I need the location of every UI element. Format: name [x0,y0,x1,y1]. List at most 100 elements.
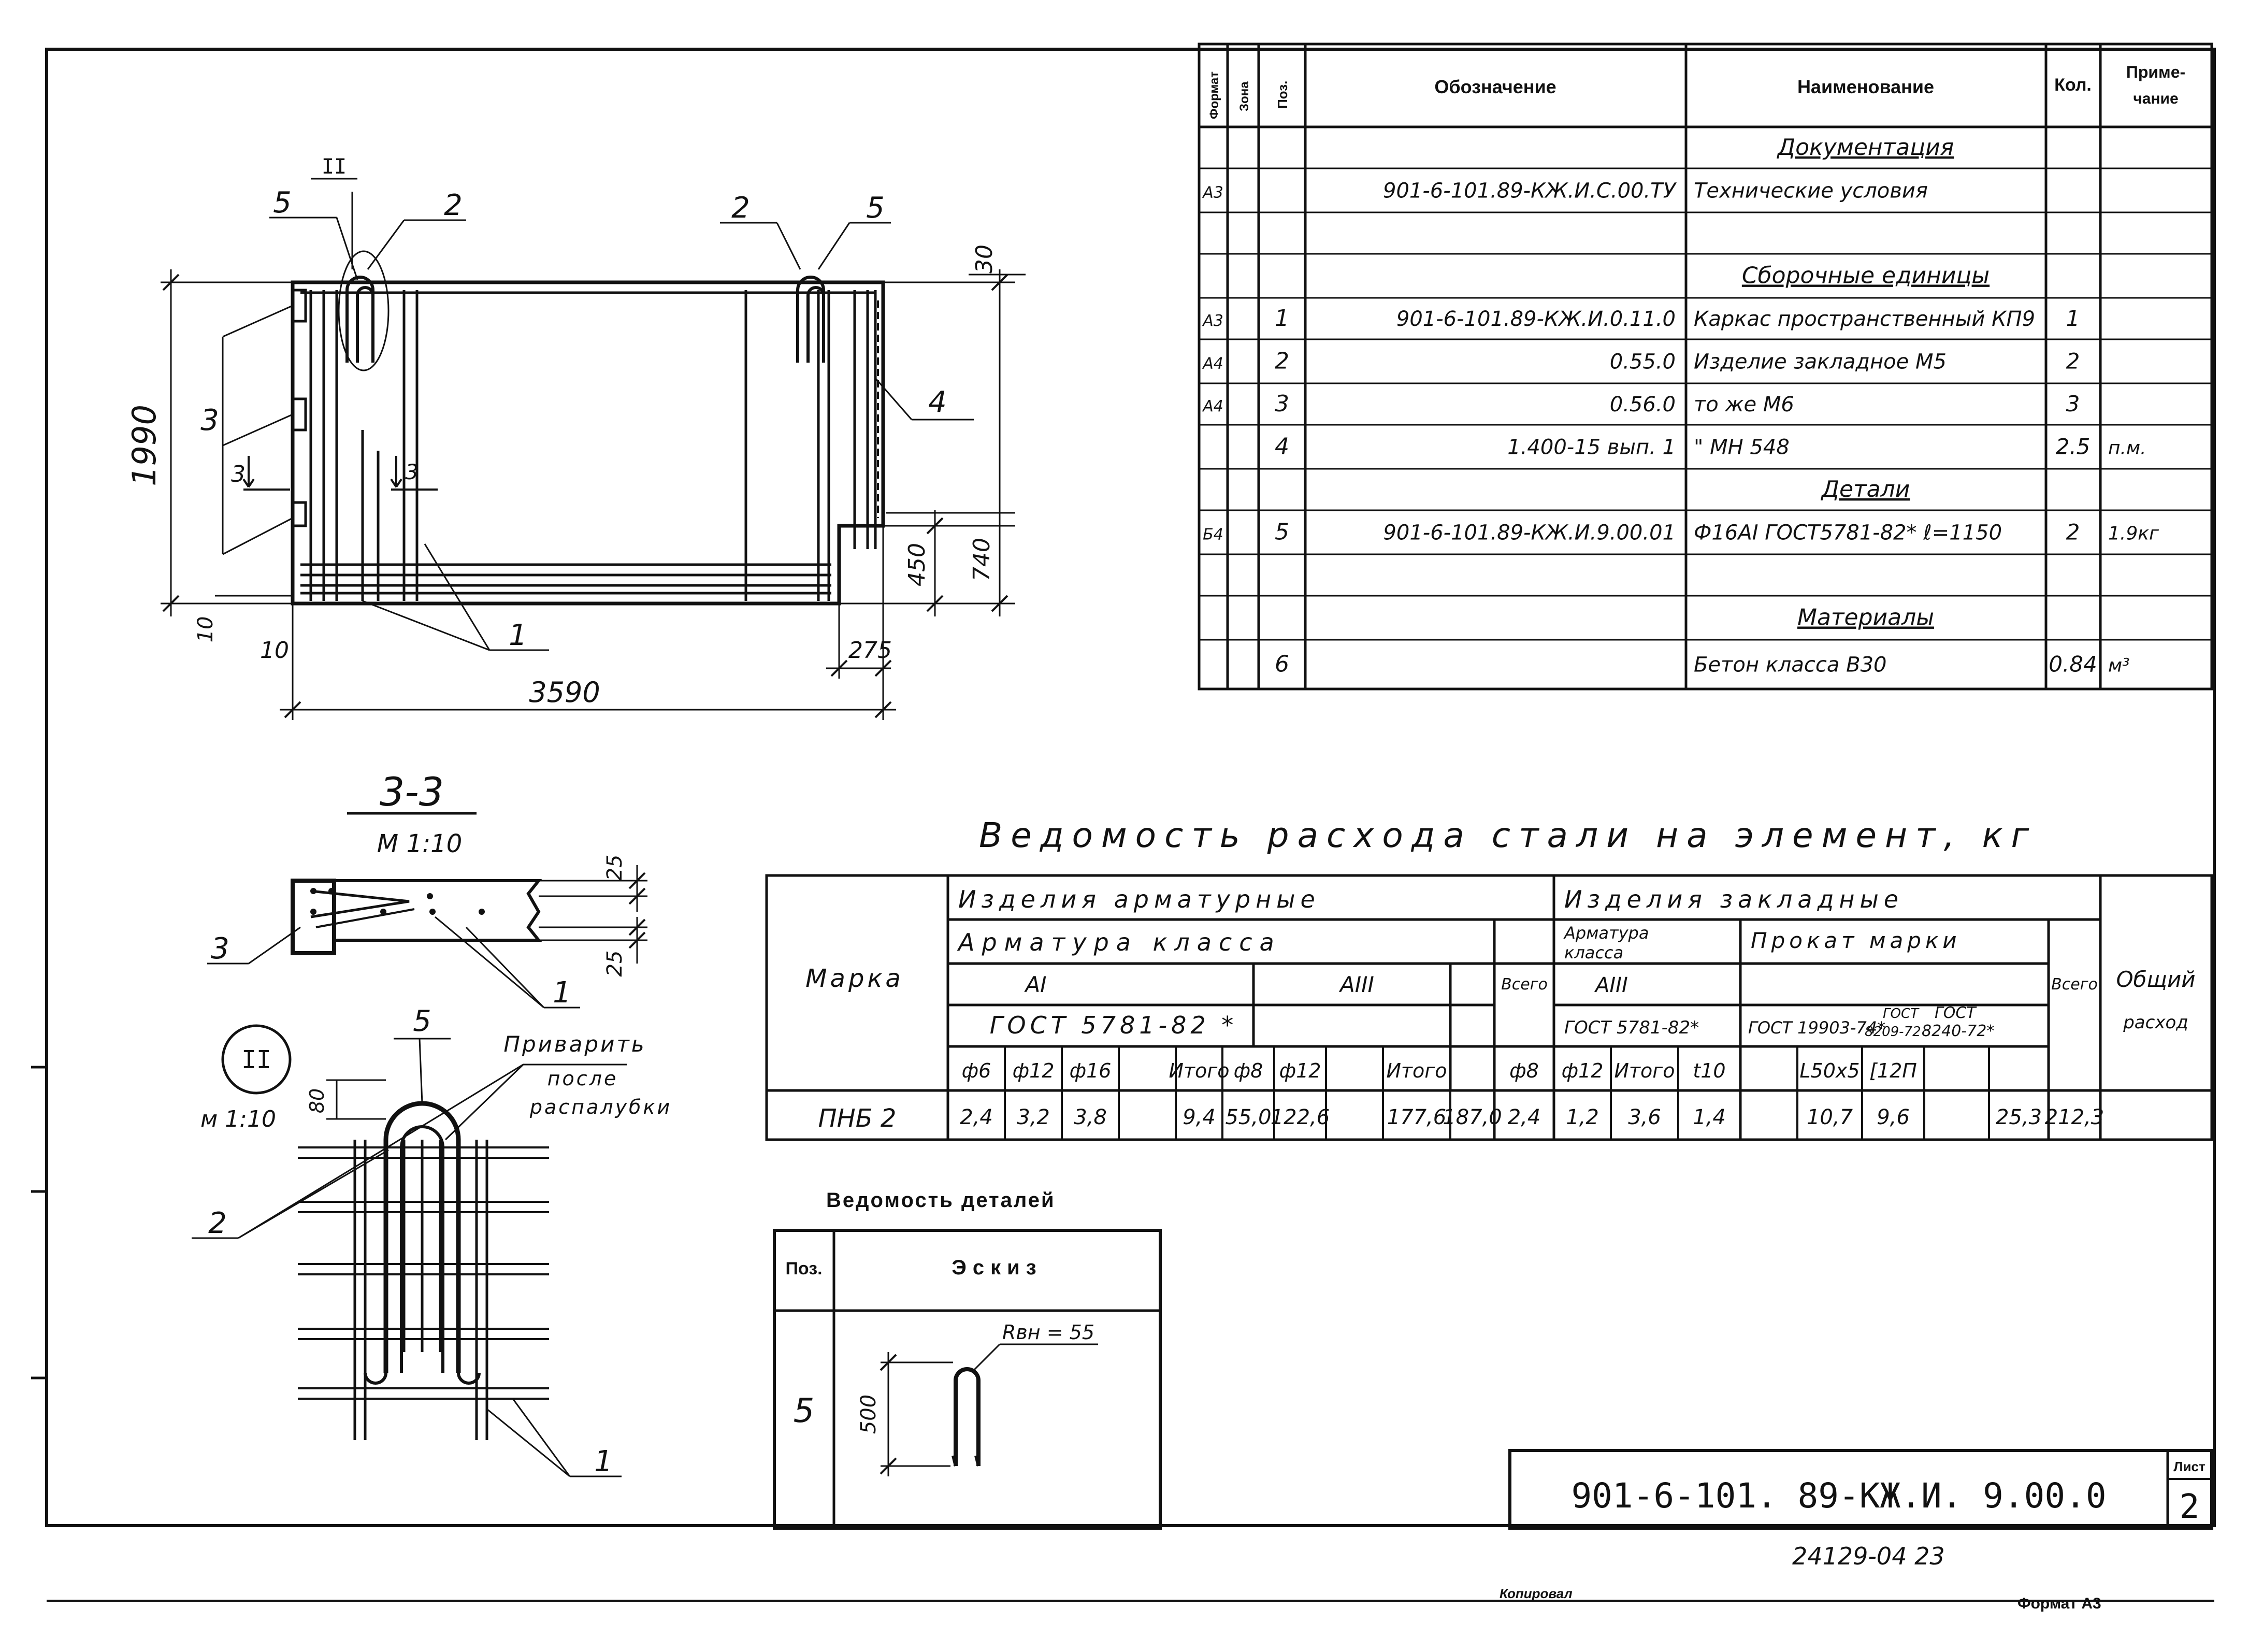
spec-cell-note: м³ [2108,655,2130,677]
spec-cell-pos: 3 [1275,391,1289,417]
archive-number: 24129-04 23 [1792,1542,1945,1570]
steel-total-1: Общий [2116,967,2195,992]
spec-cell-name: " МН 548 [1694,436,1790,459]
spec-header-pos: Поз. [1275,81,1290,109]
node-detail-note-2: после [547,1067,618,1090]
section-3-3-labels: 3-3 М 1:10 25 25 3 1 [211,769,627,1010]
steel-emb-rebar-2: класса [1564,943,1623,963]
steel-row-value: 177,6 [1387,1105,1447,1129]
steel-sub-header: ф8 [1234,1059,1263,1082]
sheet-frame [31,48,2216,1602]
plan-dim-740: 740 [969,538,995,581]
spec-cell-qty: 0.84 [2049,652,2097,677]
details-table-labels: Поз. Эскиз 5 500 Rвн = 55 [785,1256,1094,1434]
spec-cell-format: А3 [1202,312,1223,330]
steel-sub-header: ф12 [1279,1059,1321,1082]
plan-callout-2a: 2 [444,189,463,222]
plan-callout-5b: 5 [866,191,885,225]
section-3-3-callout-3: 3 [211,932,229,966]
title-block-code: 901-6-101. 89-КЖ.И. 9.00.0 [1571,1476,2106,1516]
steel-row-value: 25,3 [1996,1105,2042,1129]
steel-sub-header: Итого [1614,1059,1675,1082]
spec-cell-format: А4 [1202,397,1223,415]
details-table [773,1229,1162,1530]
steel-row-mark: ПНБ 2 [818,1104,897,1133]
section-3-3-scale: М 1:10 [377,829,462,858]
spec-cell-note: 1.9кг [2108,523,2159,544]
spec-header-designation: Обозначение [1434,76,1556,97]
spec-cell-qty: 2 [2066,520,2080,545]
spec-cell-pos: 6 [1275,651,1289,678]
plan-callout-5a: 5 [273,186,292,220]
steel-vsego-2: Всего [2051,975,2098,994]
spec-cell-designation: 901-6-101.89-КЖ.И.С.00.ТУ [1383,179,1677,203]
steel-row-value: 3,8 [1074,1105,1107,1129]
steel-mark-header: Марка [805,964,904,993]
title-block [1508,1449,2213,1530]
node-detail-dim-80: 80 [306,1088,328,1113]
steel-row-value: 1,4 [1693,1105,1726,1129]
spec-cell-designation: 901-6-101.89-КЖ.И.0.11.0 [1396,307,1676,331]
spec-cell-format: Б4 [1203,526,1223,544]
steel-sub-header: ф6 [962,1059,991,1082]
steel-row-value: 9,6 [1877,1105,1910,1129]
plan-node-mark: II [322,155,347,179]
steel-table-title: Ведомость расхода стали на элемент, кг [979,815,2037,855]
plan-callout-2b: 2 [731,191,750,225]
steel-row-value: 3,2 [1017,1105,1050,1129]
steel-embedded-products: Изделия закладные [1564,885,1904,913]
plan-view-labels: 3590 1990 30 10 10 275 450 740 1 2 2 3 4… [125,155,998,709]
plan-dim-height: 1990 [125,405,163,486]
spec-header-qty: Кол. [2054,75,2092,95]
steel-vsego: Всего [1501,975,1548,994]
spec-cell-name: Каркас пространственный КП9 [1694,307,2035,331]
steel-row-value: 3,6 [1628,1105,1661,1129]
spec-cell-qty: 2.5 [2056,434,2091,459]
plan-dim-30: 30 [971,245,998,274]
title-block-labels: 901-6-101. 89-КЖ.И. 9.00.0 Лист 2 24129-… [1500,1459,2206,1612]
steel-class-a1: АI [1024,972,1046,997]
steel-gost-19903: ГОСТ 19903-74* [1748,1018,1885,1038]
plan-callout-1: 1 [509,619,527,652]
spec-cell-name: Документация [1777,134,1954,161]
section-3-3-callout-1: 1 [553,976,571,1010]
node-detail-note-1: Приварить [503,1031,646,1057]
spec-cell-pos: 2 [1275,348,1289,375]
spec-cell-designation: 1.400-15 вып. 1 [1507,436,1676,459]
plan-section-mark-right: 3 [405,461,418,484]
steel-sub-header: ф12 [1013,1059,1055,1082]
plan-dim-275: 275 [848,637,892,664]
details-radius: Rвн = 55 [1002,1321,1094,1344]
spec-cell-designation: 0.56.0 [1610,393,1676,416]
plan-dim-10-bottom: 10 [194,616,218,643]
spec-cell-format: А4 [1202,355,1223,373]
node-detail-ii-labels: II м 1:10 80 5 2 1 Приварить после распа… [200,1004,670,1478]
spec-cell-qty: 2 [2066,349,2080,374]
section-3-3-dim-25b: 25 [603,951,627,977]
spec-cell-name: Технические условия [1694,179,1928,203]
plan-section-mark-left: 3 [231,461,246,487]
steel-sub-header: ф16 [1070,1059,1112,1082]
spec-cell-name: Ф16АI ГОСТ5781-82* ℓ=1150 [1694,521,2002,545]
spec-header-zone: Зона [1237,81,1251,111]
spec-cell-name: Сборочные единицы [1742,263,1990,289]
steel-row-value: 9,4 [1183,1105,1216,1129]
spec-cell-qty: 3 [2066,391,2080,416]
steel-row-value: 212,3 [2045,1105,2105,1129]
steel-gost-8240-1: ГОСТ [1935,1004,1977,1022]
node-detail-ii [192,1024,627,1477]
steel-gost-5781: ГОСТ 5781-82 * [990,1011,1238,1039]
steel-sub-header: ф12 [1562,1059,1604,1082]
title-block-sheet-number: 2 [2180,1488,2200,1526]
steel-rolled-steel: Прокат марки [1751,928,1961,953]
spec-cell-note: п.м. [2108,438,2146,459]
copied-label: Копировал [1500,1586,1573,1601]
spec-cell-designation: 0.55.0 [1610,350,1676,374]
details-pos-value: 5 [794,1392,815,1430]
section-3-3 [207,812,647,1009]
spec-header-format: Формат [1207,71,1221,119]
node-detail-label: II [241,1045,271,1074]
details-pos-header: Поз. [785,1259,822,1278]
spec-header-note-2: чание [2133,90,2178,107]
